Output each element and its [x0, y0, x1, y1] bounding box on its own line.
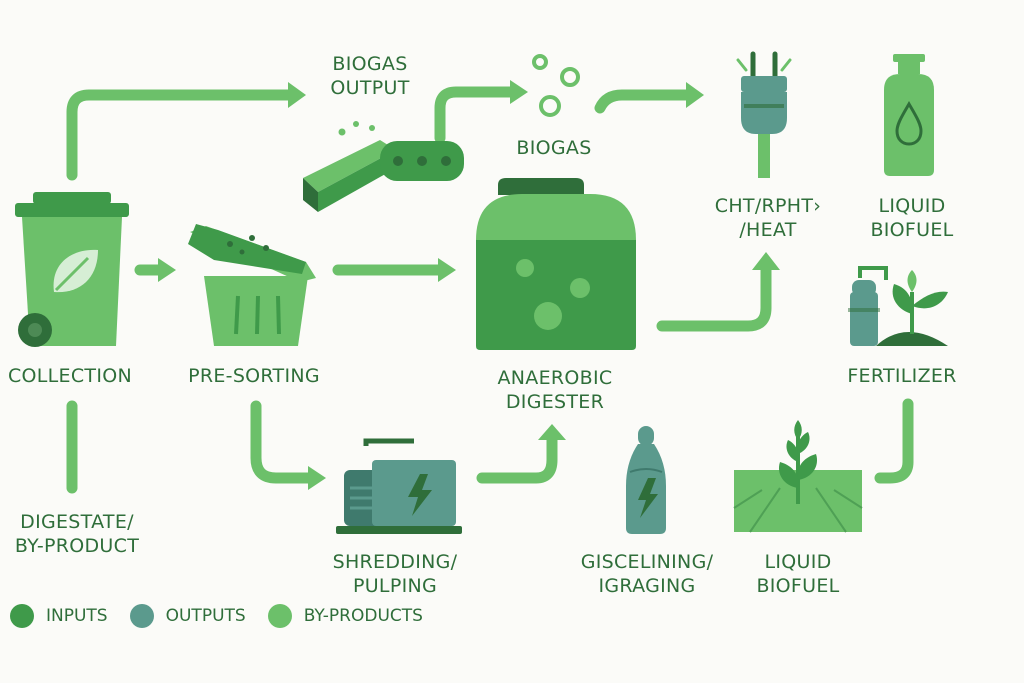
legend-item-outputs: OUTPUTS: [129, 604, 246, 628]
power-plug-icon: [736, 51, 792, 178]
label-chp-heat: CHT/RPHT›/HEAT: [714, 195, 822, 241]
legend-swatch-outputs: [129, 604, 154, 628]
label-digestate: DIGESTATE/BY-PRODUCT: [14, 511, 140, 557]
label-biogas: BIOGAS: [516, 137, 592, 159]
conveyor-icon: [303, 121, 464, 212]
label-pre-sorting: PRE-SORTING: [188, 365, 320, 387]
label-giscelining: GISCELINING/IGRAGING: [580, 551, 714, 597]
legend-label-by-products: BY-PRODUCTS: [303, 606, 423, 626]
droplet-icon: [895, 101, 923, 146]
legend-label-inputs: INPUTS: [46, 606, 108, 626]
sorting-bin-icon: [188, 224, 316, 346]
arrow-collection-to-biogas-output: [66, 89, 296, 181]
field-sprout-icon: [733, 420, 863, 533]
legend-item-inputs: INPUTS: [10, 604, 108, 628]
label-collection: COLLECTION: [7, 365, 133, 387]
label-shredding: SHREDDING/PULPING: [332, 551, 458, 597]
legend-item-by-products: BY-PRODUCTS: [267, 604, 423, 628]
vial-icon: [626, 426, 666, 534]
arrow-conveyor-to-biogas: [434, 86, 518, 144]
bubbles-icon: [532, 54, 580, 117]
digester-tank-icon: [476, 178, 636, 350]
leaf-icon: [53, 249, 98, 293]
arrow-fertilizer-to-field: [874, 398, 914, 484]
label-fertilizer: FERTILIZER: [847, 365, 957, 387]
legend-swatch-inputs: [10, 604, 34, 628]
fertilizer-plant-icon: [848, 266, 948, 346]
arrow-biogas-to-plug: [594, 89, 694, 114]
legend-swatch-by-products: [267, 604, 292, 628]
arrow-heads: [158, 80, 780, 490]
shredder-machine-icon: [336, 438, 462, 534]
connector-arrows: [66, 86, 914, 494]
arrow-digester-to-chp: [656, 262, 772, 332]
legend: INPUTS OUTPUTS BY-PRODUCTS: [10, 604, 445, 628]
lightning-icon: [408, 474, 432, 516]
arrow-shredder-to-digester: [476, 432, 558, 484]
biofuel-bottle-icon: [884, 54, 934, 176]
legend-label-outputs: OUTPUTS: [165, 606, 246, 626]
vial-lightning-icon: [638, 478, 658, 518]
arrow-presorting-to-shredder: [250, 400, 316, 484]
